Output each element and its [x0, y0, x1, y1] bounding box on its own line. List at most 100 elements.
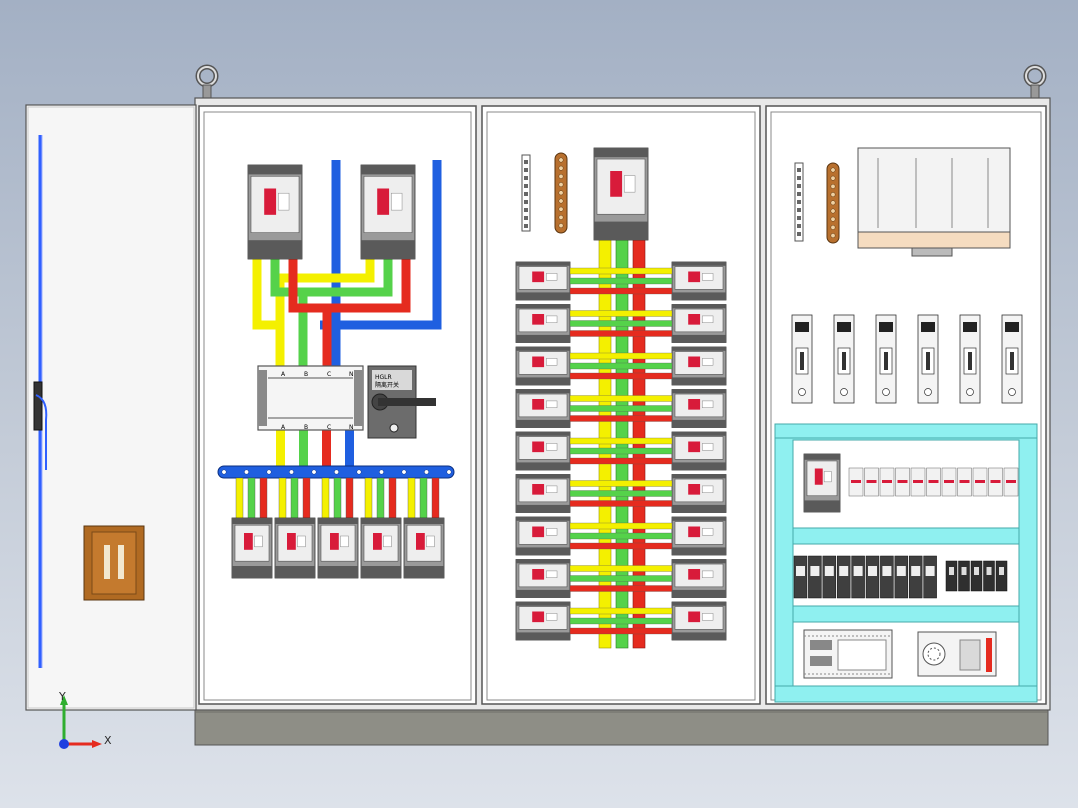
bar-bolt: [244, 469, 249, 475]
right-small-main-breaker-body[interactable]: [803, 453, 841, 513]
open-door: [25, 104, 197, 711]
middle-branch-left-2[interactable]: [515, 304, 571, 343]
middle-main-breaker-body[interactable]: [593, 147, 649, 241]
isolating-switch[interactable]: A B C N A B C N: [257, 365, 364, 431]
middle-branch-right-5[interactable]: [671, 431, 727, 471]
middle-branch-right-4[interactable]: [671, 389, 727, 428]
bar-bolt: [401, 469, 407, 475]
earth-bolt: [830, 233, 836, 239]
left-bottom-breaker-3[interactable]: [317, 517, 359, 579]
earth-bolt: [830, 208, 836, 214]
earth-bolt: [558, 190, 564, 196]
mcb-toggle: [986, 567, 992, 575]
terminal-point: [524, 160, 528, 164]
middle-branch-left-9[interactable]: [515, 601, 571, 641]
axis-x-label: X: [104, 734, 112, 747]
fuse-holder-4[interactable]: [917, 314, 939, 404]
branch-link: [569, 500, 673, 507]
feed-bar: [388, 477, 397, 523]
terminal-marker: [866, 480, 877, 483]
middle-branch-left-5[interactable]: [515, 431, 571, 471]
terminal-point: [797, 192, 801, 196]
fuse-holder-2[interactable]: [833, 314, 855, 404]
bar-bolt: [266, 469, 272, 475]
middle-branch-right-8[interactable]: [671, 559, 727, 598]
feed-bar: [431, 477, 440, 523]
relay-9: [908, 555, 923, 599]
bar-bolt: [356, 469, 362, 475]
left-bottom-breaker-5[interactable]: [403, 517, 445, 579]
mcb-2[interactable]: [958, 560, 970, 592]
relay-6: [865, 555, 880, 599]
terminal-point: [797, 216, 801, 220]
mcb-1[interactable]: [945, 560, 958, 592]
earth-bolt: [558, 182, 564, 188]
mcb-4[interactable]: [983, 560, 995, 592]
feed-bar: [376, 477, 385, 523]
middle-branch-left-6[interactable]: [515, 474, 571, 513]
right-small-main-breaker[interactable]: [803, 453, 841, 513]
feed-bar: [259, 477, 268, 523]
earth-bolt: [558, 223, 564, 229]
middle-branch-right-3[interactable]: [671, 346, 727, 386]
left-top-breaker-2[interactable]: [360, 164, 416, 260]
earth-bolt: [558, 165, 564, 171]
middle-branch-left-7[interactable]: [515, 516, 571, 556]
fuse-holder-6[interactable]: [1001, 314, 1023, 404]
isolator-handle-box[interactable]: HGLR 隔离开关: [367, 365, 436, 439]
middle-branch-left-1[interactable]: [515, 261, 571, 301]
earth-bolt: [558, 206, 564, 212]
feed-bar: [321, 477, 330, 523]
middle-branch-left-8[interactable]: [515, 559, 571, 598]
left-bottom-breaker-4[interactable]: [360, 517, 402, 579]
middle-main-breaker[interactable]: [593, 147, 649, 241]
isolator-sub-label: 隔离开关: [375, 381, 399, 389]
branch-link: [569, 310, 673, 317]
middle-branch-right-1[interactable]: [671, 261, 727, 301]
neutral-distribution-bar: [217, 465, 455, 479]
left-top-breaker-1[interactable]: [247, 164, 303, 260]
mcb-toggle: [999, 567, 1004, 575]
middle-branch-right-7[interactable]: [671, 516, 727, 556]
middle-branch-left-4[interactable]: [515, 389, 571, 428]
middle-branch-right-9[interactable]: [671, 601, 727, 641]
phase-label-c-top: C: [327, 371, 331, 378]
relay-window: [853, 566, 863, 576]
feed-bar: [333, 477, 342, 523]
left-bottom-breaker-2[interactable]: [274, 517, 316, 579]
door-lock-plate[interactable]: [83, 525, 145, 601]
terminal-marker: [851, 480, 861, 483]
middle-branch-right-2[interactable]: [671, 304, 727, 343]
relay-8: [894, 555, 909, 599]
terminal-point: [797, 224, 801, 228]
earth-bolt: [558, 214, 564, 220]
cabinet-plinth: [194, 704, 1049, 746]
right-terminal-blocks: [848, 467, 1019, 497]
phase-label-c-bottom: C: [327, 424, 331, 431]
fuse-holder-3[interactable]: [875, 314, 897, 404]
phase-label-n-top: N: [349, 371, 354, 378]
mcb-3[interactable]: [970, 560, 983, 592]
earth-bolt: [830, 167, 836, 173]
left-bottom-breakers: [231, 517, 445, 579]
terminal-point: [524, 184, 528, 188]
earth-bolt: [830, 200, 836, 206]
relay-3: [822, 555, 837, 599]
branch-link: [569, 415, 673, 422]
fuse-holder-5[interactable]: [959, 314, 981, 404]
mcb-5[interactable]: [995, 560, 1008, 592]
terminal-point: [524, 216, 528, 220]
branch-link: [569, 532, 673, 540]
feed-bar: [364, 477, 373, 523]
middle-branch-right-6[interactable]: [671, 474, 727, 513]
branch-link: [569, 330, 673, 337]
left-top-breakers: [247, 164, 416, 260]
fuse-holder-1[interactable]: [791, 314, 813, 404]
earth-bolt: [830, 216, 836, 222]
relay-4: [836, 555, 851, 599]
branch-link: [569, 617, 673, 625]
left-bottom-breaker-1[interactable]: [231, 517, 273, 579]
middle-branch-left-3[interactable]: [515, 346, 571, 386]
bar-bolt: [311, 469, 317, 475]
